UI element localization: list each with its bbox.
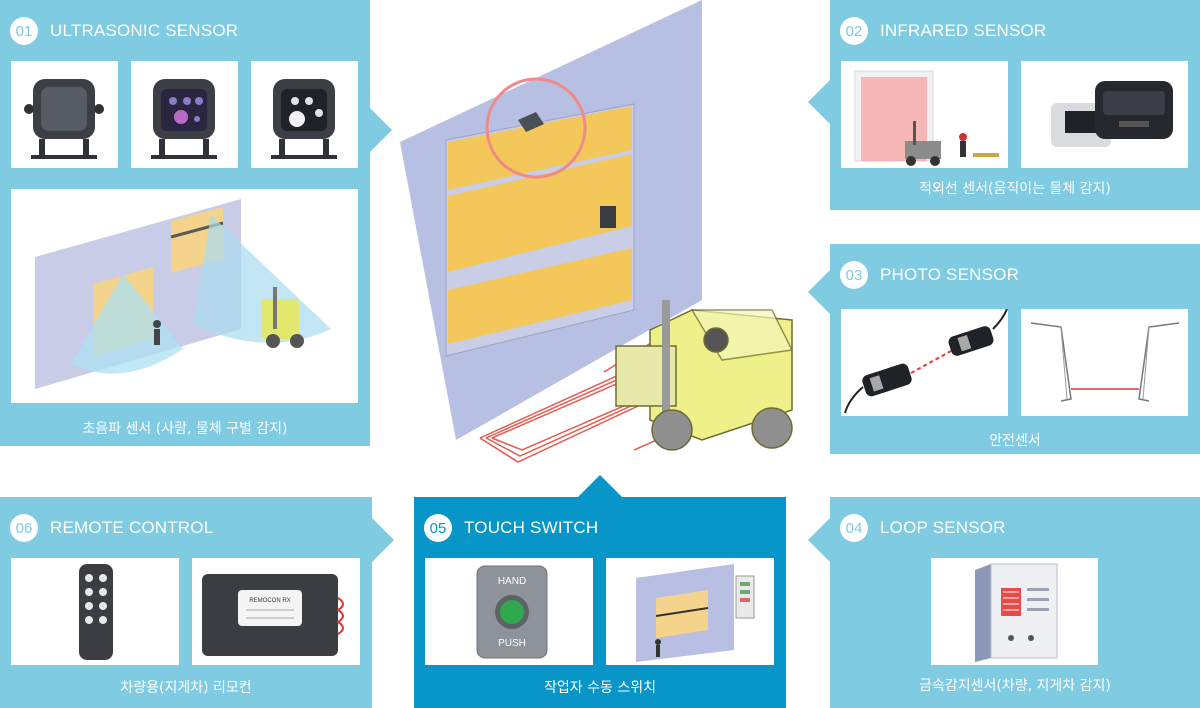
loop-header: 04 LOOP SENSOR xyxy=(840,514,1006,542)
remote-panel[interactable]: 06 REMOTE CONTROL REMOCON RX 차량용(지게차) 리모… xyxy=(0,497,372,708)
top-sensor-icon xyxy=(518,112,544,132)
photo-header: 03 PHOTO SENSOR xyxy=(840,261,1019,289)
photo-safety-diagram xyxy=(1021,309,1188,416)
loop-panel[interactable]: 04 LOOP SENSOR 금속감지센서(차량, 지게차 감지) xyxy=(830,497,1200,708)
sensor-highlight-ring xyxy=(485,77,587,179)
infrared-number-badge: 02 xyxy=(840,17,868,45)
remote-fob-photo xyxy=(11,558,179,665)
remote-caption: 차량용(지게차) 리모컨 xyxy=(120,680,252,696)
ultrasonic-header: 01 ULTRASONIC SENSOR xyxy=(10,17,238,45)
infrared-scene-photo xyxy=(841,61,1008,168)
touch-panel[interactable]: 05 TOUCH SWITCH HAND PUSH 작업자 수동 스위치 xyxy=(414,497,786,708)
ultrasonic-sensor-photo-3 xyxy=(251,61,358,168)
photo-panel[interactable]: 03 PHOTO SENSOR 안전센서 xyxy=(830,244,1200,454)
loop-pointer-arrow xyxy=(808,518,830,562)
ultrasonic-scene-illustration xyxy=(11,189,358,403)
touch-header: 05 TOUCH SWITCH xyxy=(424,514,598,542)
remote-receiver-photo: REMOCON RX xyxy=(192,558,360,665)
ultrasonic-caption: 초음파 센서 (사람, 물체 구별 감지) xyxy=(82,421,288,437)
center-door-scene xyxy=(372,0,828,500)
photo-number-badge: 03 xyxy=(840,261,868,289)
ultrasonic-number-badge: 01 xyxy=(10,17,38,45)
infrared-caption: 적외선 센서(움직이는 물체 감지) xyxy=(919,181,1111,197)
door-band-mid xyxy=(448,154,632,272)
push-label: PUSH xyxy=(498,638,526,649)
infrared-panel[interactable]: 02 INFRARED SENSOR 적외선 센서(움직이는 물체 감지) xyxy=(830,0,1200,210)
remote-number-badge: 06 xyxy=(10,514,38,542)
ultrasonic-sensor-photo-1 xyxy=(11,61,118,168)
photo-caption: 안전센서 xyxy=(989,433,1041,449)
ultrasonic-panel[interactable]: 01 ULTRASONIC SENSOR 초음파 센서 (사람, 물체 구별 감… xyxy=(0,0,370,446)
loop-title: LOOP SENSOR xyxy=(880,518,1006,537)
loop-sensor-photo xyxy=(931,558,1098,665)
remote-title: REMOTE CONTROL xyxy=(50,518,214,537)
infrared-title: INFRARED SENSOR xyxy=(880,21,1047,40)
infrared-pointer-arrow xyxy=(808,80,830,124)
forklift xyxy=(615,300,794,451)
ultrasonic-pointer-arrow xyxy=(370,108,392,152)
ultrasonic-sensor-photo-2 xyxy=(131,61,238,168)
touch-caption: 작업자 수동 스위치 xyxy=(544,680,656,696)
infrared-header: 02 INFRARED SENSOR xyxy=(840,17,1046,45)
loop-caption: 금속감지센서(차량, 지게차 감지) xyxy=(919,678,1111,694)
door-band-bottom xyxy=(448,248,632,344)
infrared-sensor-photo xyxy=(1021,61,1188,168)
control-box xyxy=(600,206,616,228)
loop-number-badge: 04 xyxy=(840,514,868,542)
remocon-label: REMOCON RX xyxy=(249,598,290,604)
hand-label: HAND xyxy=(498,576,526,587)
touch-switch-photo: HAND PUSH xyxy=(425,558,593,665)
touch-number-badge: 05 xyxy=(424,514,452,542)
ultrasonic-title: ULTRASONIC SENSOR xyxy=(50,21,239,40)
photo-sensor-photo xyxy=(841,309,1008,416)
remote-pointer-arrow xyxy=(372,518,394,562)
photo-pointer-arrow xyxy=(808,270,830,314)
remote-header: 06 REMOTE CONTROL xyxy=(10,514,213,542)
touch-scene-illustration xyxy=(606,558,774,665)
touch-pointer-arrow xyxy=(578,475,622,497)
photo-title: PHOTO SENSOR xyxy=(880,265,1020,284)
touch-title: TOUCH SWITCH xyxy=(464,518,599,537)
